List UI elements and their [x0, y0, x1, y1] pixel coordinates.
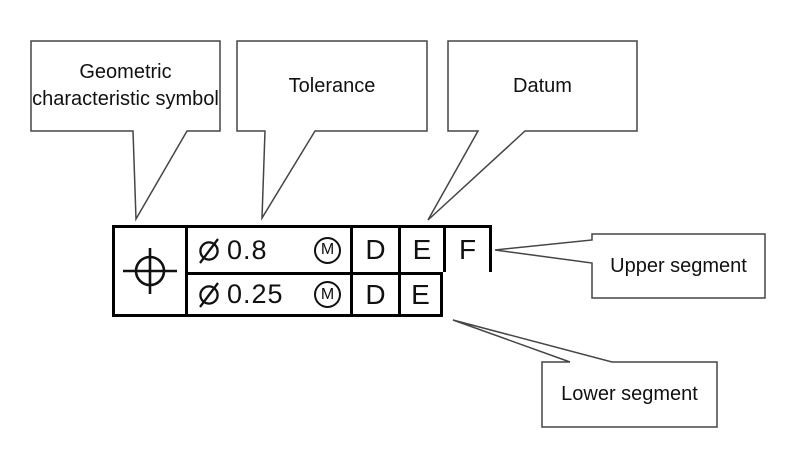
feature-control-frame: 0.8 M D E F 0.25 M D E [112, 225, 492, 317]
datum-cell-lower-secondary: E [398, 272, 443, 317]
datum-cell-upper-primary: D [350, 225, 398, 272]
frame-lower-spacer [443, 272, 492, 317]
mmc-letter-upper: M [320, 241, 335, 258]
mmc-modifier-icon-upper: M [314, 236, 341, 264]
tolerance-value-lower: 0.25 [227, 279, 284, 309]
geometric-characteristic-cell [112, 225, 185, 317]
datum-cell-upper-tertiary: F [443, 225, 492, 272]
tolerance-cell-lower: 0.25 M [185, 272, 350, 317]
callout-datum-label: Datum [513, 74, 572, 97]
position-symbol-icon [121, 246, 179, 296]
callout-tolerance-label: Tolerance [288, 74, 376, 97]
tolerance-value-upper: 0.8 [227, 234, 268, 265]
callout-upper-segment-shape [494, 233, 766, 299]
mmc-letter-lower: M [320, 285, 335, 303]
callout-lower-segment-label: Lower segment [561, 383, 698, 405]
datum-cell-lower-primary: D [350, 272, 398, 317]
datum-cell-upper-secondary: E [398, 225, 443, 272]
callout-datum-shape [427, 40, 638, 221]
mmc-modifier-icon-lower: M [314, 281, 341, 308]
callout-geometric-characteristic-label: Geometric characteristic symbol [32, 61, 219, 110]
callout-upper-segment-label: Upper segment [610, 254, 747, 277]
callout-lower-segment-shape [452, 319, 718, 428]
diameter-icon [198, 236, 220, 265]
callout-tolerance-shape [236, 40, 428, 221]
callout-geometric-characteristic-shape [30, 40, 221, 222]
tolerance-cell-upper: 0.8 M [185, 225, 350, 272]
diameter-icon [198, 280, 220, 309]
